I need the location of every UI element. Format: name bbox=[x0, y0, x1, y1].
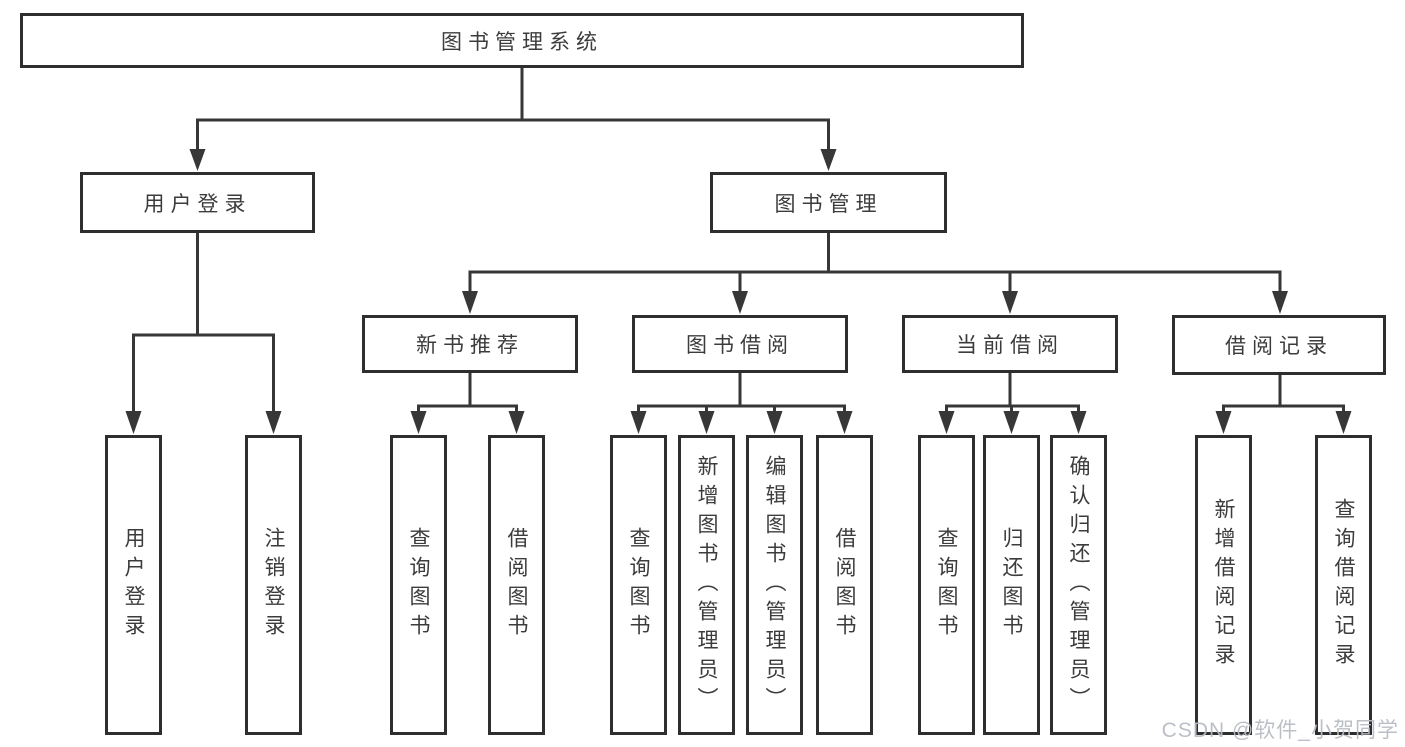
leaf-confirm-return-admin: 确认归还（管理员） bbox=[1050, 435, 1107, 735]
leaf-add-books-admin: 新增图书（管理员） bbox=[678, 435, 735, 735]
node-library-management-system: 图书管理系统 bbox=[20, 13, 1024, 68]
node-label: 图书管理系统 bbox=[441, 30, 603, 54]
node-label: 借阅记录 bbox=[1225, 335, 1333, 358]
node-user-login: 用户登录 bbox=[80, 172, 315, 233]
node-book-borrowing: 图书借阅 bbox=[632, 315, 848, 373]
node-label: 新增图书（管理员） bbox=[695, 454, 718, 716]
node-borrowing-records: 借阅记录 bbox=[1172, 315, 1386, 375]
node-label: 编辑图书（管理员） bbox=[763, 454, 786, 716]
leaf-edit-books-admin: 编辑图书（管理员） bbox=[746, 435, 803, 735]
leaf-borrow-books-recommendation: 借阅图书 bbox=[488, 435, 545, 735]
node-label: 归还图书 bbox=[1000, 527, 1023, 643]
node-label: 图书管理 bbox=[774, 192, 883, 216]
node-label: 新增借阅记录 bbox=[1212, 498, 1235, 672]
leaf-add-borrow-record: 新增借阅记录 bbox=[1195, 435, 1252, 735]
node-current-borrowing: 当前借阅 bbox=[902, 315, 1118, 373]
node-label: 查询图书 bbox=[627, 527, 650, 643]
leaf-query-books-current: 查询图书 bbox=[918, 435, 975, 735]
leaf-borrow-books: 借阅图书 bbox=[816, 435, 873, 735]
node-label: 图书借阅 bbox=[686, 334, 794, 357]
csdn-watermark: CSDN @软件_小贺同学 bbox=[1161, 719, 1399, 742]
node-label: 借阅图书 bbox=[505, 527, 528, 643]
node-book-management: 图书管理 bbox=[710, 172, 947, 233]
node-label: 用户登录 bbox=[122, 527, 145, 643]
leaf-query-books-recommendation: 查询图书 bbox=[390, 435, 447, 735]
leaf-return-books: 归还图书 bbox=[983, 435, 1040, 735]
node-label: 确认归还（管理员） bbox=[1067, 454, 1090, 716]
leaf-logout: 注销登录 bbox=[245, 435, 302, 735]
node-label: 借阅图书 bbox=[833, 527, 856, 643]
leaf-query-borrow-record: 查询借阅记录 bbox=[1315, 435, 1372, 735]
node-label: 用户登录 bbox=[143, 192, 252, 216]
node-label: 注销登录 bbox=[262, 527, 285, 643]
node-label: 查询图书 bbox=[407, 527, 430, 643]
node-new-book-recommendation: 新书推荐 bbox=[362, 315, 578, 373]
leaf-user-login: 用户登录 bbox=[105, 435, 162, 735]
node-label: 查询借阅记录 bbox=[1332, 498, 1355, 672]
leaf-query-books-borrowing: 查询图书 bbox=[610, 435, 667, 735]
node-label: 查询图书 bbox=[935, 527, 958, 643]
node-label: 当前借阅 bbox=[956, 334, 1064, 357]
node-label: 新书推荐 bbox=[416, 334, 524, 357]
